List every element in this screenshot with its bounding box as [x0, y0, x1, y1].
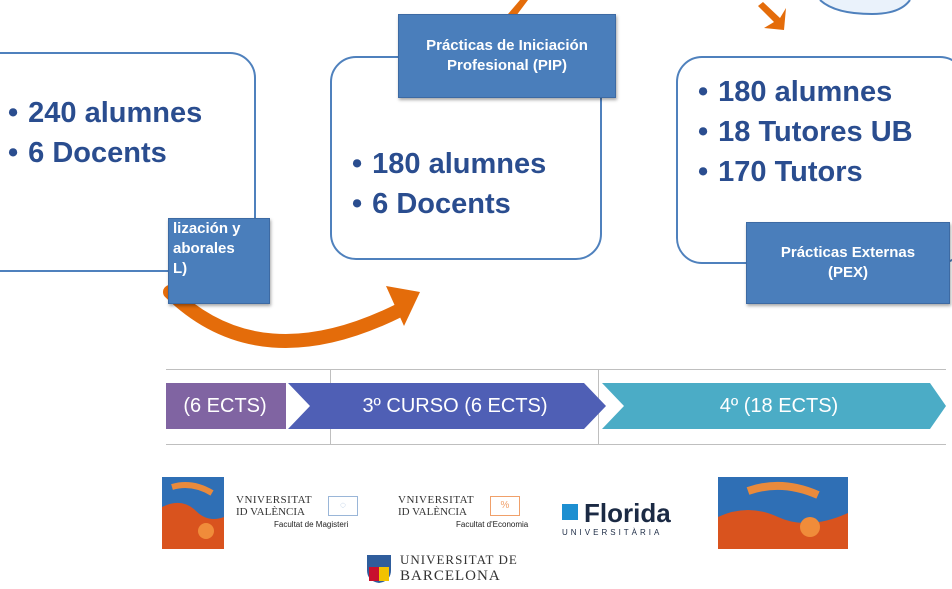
label-right-line-1: Prácticas Externas — [780, 244, 916, 261]
label-right-line-2: (PEX) — [827, 264, 868, 281]
timeline-bottom-border — [166, 444, 946, 445]
logo-economia: VNIVERSITAT ID VALÈNCIA Facultat d'Econo… — [398, 494, 546, 534]
economia-line-3: Facultat d'Economia — [456, 520, 529, 529]
stage3-label: 4º (18 ECTS) — [719, 394, 839, 417]
stage1-label: (6 ECTS) — [183, 394, 267, 417]
economia-line-1: VNIVERSITAT — [398, 494, 475, 506]
timeline-top-border — [166, 369, 946, 370]
stage2-label: 3º CURSO (6 ECTS) — [362, 394, 548, 417]
magisteri-line-3: Facultat de Magisteri — [274, 520, 349, 529]
left-photo-image — [162, 477, 224, 549]
economia-emblem-icon: % — [490, 496, 520, 516]
stage3-chevron — [602, 383, 946, 429]
florida-mark-icon — [562, 504, 578, 520]
label-left-line-1: lización y — [173, 220, 241, 237]
label-middle-line-2: Profesional (PIP) — [446, 57, 568, 74]
barcelona-line-1: UNIVERSITAT DE — [400, 552, 518, 567]
top-arrows — [508, 0, 911, 30]
barcelona-shield-icon — [367, 555, 391, 583]
stage1-chevron — [166, 383, 286, 429]
card-middle-bullet-2: 6 Docents — [352, 184, 546, 224]
card-right-bullets: 180 alumnes 18 Tutores UB 170 Tutors — [698, 72, 913, 192]
card-right-bullet-3: 170 Tutors — [698, 152, 913, 192]
stage2-chevron — [288, 383, 606, 429]
right-photo-image — [718, 477, 848, 549]
magisteri-line-1: VNIVERSITAT — [236, 494, 313, 506]
card-left-bullets: 240 alumnes 6 Docents — [8, 93, 202, 173]
economia-line-2: ID VALÈNCIA — [398, 506, 467, 518]
label-middle-line-1: Prácticas de Iniciación — [426, 37, 588, 54]
card-left-bullet-1: 240 alumnes — [8, 93, 202, 133]
label-middle: Prácticas de Iniciación Profesional (PIP… — [398, 14, 616, 98]
card-right-bullet-2: 18 Tutores UB — [698, 112, 912, 152]
magisteri-line-2: ID VALÈNCIA — [236, 506, 305, 518]
card-middle-bullet-1: 180 alumnes — [352, 144, 546, 184]
label-left-line-2: aborales — [173, 240, 235, 257]
curved-arrow — [163, 285, 420, 348]
logo-florida: Florida UNIVERSITÀRIA — [560, 498, 710, 540]
magisteri-emblem-icon: ◌ — [328, 496, 358, 516]
label-left: lización y aborales L) — [168, 218, 270, 304]
label-right: Prácticas Externas (PEX) — [746, 222, 950, 304]
logo-barcelona: UNIVERSITAT DE BARCELONA — [366, 552, 566, 586]
card-middle-bullets: 180 alumnes 6 Docents — [352, 144, 546, 224]
card-right-bullet-1: 180 alumnes — [698, 72, 913, 112]
label-left-line-3: L) — [173, 260, 188, 277]
barcelona-line-2: BARCELONA — [400, 568, 501, 584]
card-left-bullet-2: 6 Docents — [8, 133, 202, 173]
florida-sub: UNIVERSITÀRIA — [562, 528, 663, 537]
florida-name: Florida — [584, 498, 671, 528]
logo-magisteri: VNIVERSITAT ID VALÈNCIA Facultat de Magi… — [236, 494, 384, 534]
